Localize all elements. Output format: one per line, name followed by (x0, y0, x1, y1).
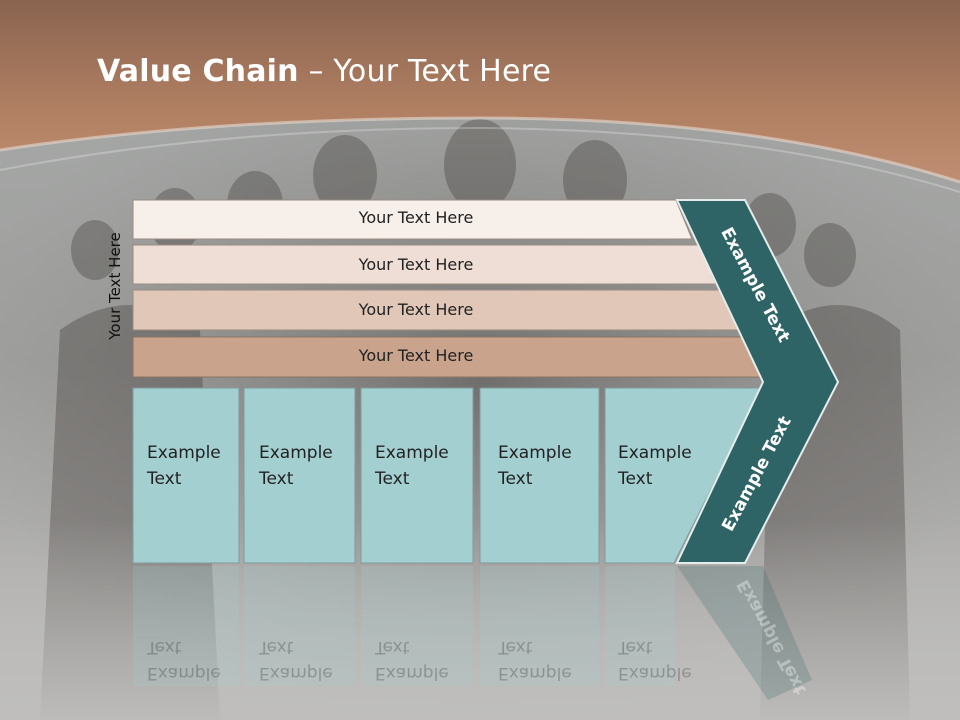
bar-4-label: Your Text Here (358, 346, 474, 365)
box-4[interactable] (479, 387, 600, 564)
bar-1-label: Your Text Here (358, 208, 474, 227)
box-2[interactable] (243, 387, 356, 564)
box-5[interactable] (604, 387, 763, 564)
bar-1[interactable] (132, 199, 693, 240)
bar-3-label: Your Text Here (358, 300, 474, 319)
chevron-arrow[interactable] (675, 199, 840, 564)
title-bold: Value Chain (97, 54, 299, 89)
box-1[interactable] (132, 387, 240, 564)
box-3[interactable] (360, 387, 474, 564)
boxes-reflection (133, 566, 812, 700)
slide-title: Value Chain – Your Text Here (97, 54, 551, 89)
bar-2-label: Your Text Here (358, 255, 474, 274)
title-rest: – Your Text Here (298, 54, 552, 89)
